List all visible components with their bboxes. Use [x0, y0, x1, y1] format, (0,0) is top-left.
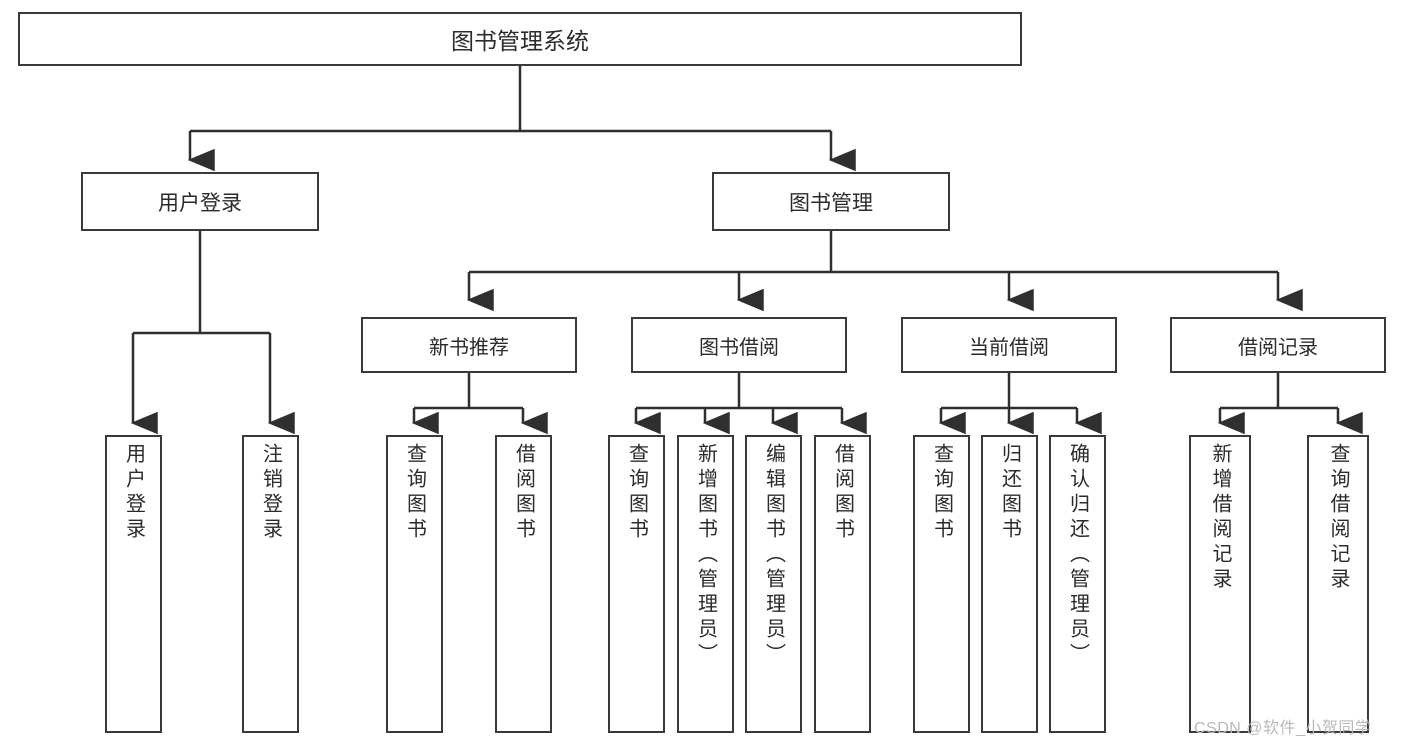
leaf-user-login-1[interactable]: 用户登录	[105, 435, 162, 733]
leaf-user-login-1-label: 用户登录	[122, 443, 145, 543]
leaf-current-borrow-3[interactable]: 确认归还（管理员）	[1049, 435, 1106, 733]
leaf-book-borrow-1-label: 查询图书	[625, 443, 648, 543]
node-borrow-record-label: 借阅记录	[1238, 336, 1318, 359]
leaf-new-book-1-label: 查询图书	[403, 443, 426, 543]
node-book-manage-label: 图书管理	[789, 191, 873, 215]
csdn-watermark: CSDN @软件_小贺同学	[1194, 720, 1372, 737]
node-book-borrow[interactable]: 图书借阅	[631, 317, 847, 373]
leaf-book-borrow-2-label: 新增图书（管理员）	[694, 443, 717, 668]
leaf-book-borrow-3-label: 编辑图书（管理员）	[762, 443, 785, 668]
leaf-new-book-1[interactable]: 查询图书	[386, 435, 443, 733]
leaf-book-borrow-2[interactable]: 新增图书（管理员）	[677, 435, 734, 733]
node-book-borrow-label: 图书借阅	[699, 336, 779, 359]
node-root-label: 图书管理系统	[451, 28, 589, 54]
node-root[interactable]: 图书管理系统	[18, 12, 1022, 66]
leaf-current-borrow-2[interactable]: 归还图书	[981, 435, 1038, 733]
leaf-book-borrow-4[interactable]: 借阅图书	[814, 435, 871, 733]
node-new-book-recommend[interactable]: 新书推荐	[361, 317, 577, 373]
leaf-borrow-record-2-label: 查询借阅记录	[1327, 443, 1349, 593]
node-user-login[interactable]: 用户登录	[81, 172, 319, 231]
node-new-book-recommend-label: 新书推荐	[429, 336, 509, 359]
leaf-borrow-record-1[interactable]: 新增借阅记录	[1189, 435, 1251, 733]
leaf-user-login-2-label: 注销登录	[259, 443, 282, 543]
leaf-book-borrow-3[interactable]: 编辑图书（管理员）	[745, 435, 802, 733]
leaf-current-borrow-3-label: 确认归还（管理员）	[1066, 443, 1089, 668]
leaf-current-borrow-1-label: 查询图书	[930, 443, 953, 543]
leaf-current-borrow-1[interactable]: 查询图书	[913, 435, 970, 733]
node-borrow-record[interactable]: 借阅记录	[1170, 317, 1386, 373]
node-book-manage[interactable]: 图书管理	[712, 172, 950, 231]
node-user-login-label: 用户登录	[158, 191, 242, 215]
leaf-borrow-record-1-label: 新增借阅记录	[1209, 443, 1231, 593]
leaf-book-borrow-1[interactable]: 查询图书	[608, 435, 665, 733]
node-current-borrow-label: 当前借阅	[969, 336, 1049, 359]
node-current-borrow[interactable]: 当前借阅	[901, 317, 1117, 373]
leaf-book-borrow-4-label: 借阅图书	[831, 443, 854, 543]
leaf-new-book-2[interactable]: 借阅图书	[495, 435, 552, 733]
leaf-current-borrow-2-label: 归还图书	[998, 443, 1021, 543]
leaf-new-book-2-label: 借阅图书	[512, 443, 535, 543]
leaf-borrow-record-2[interactable]: 查询借阅记录	[1307, 435, 1369, 733]
leaf-user-login-2[interactable]: 注销登录	[242, 435, 299, 733]
